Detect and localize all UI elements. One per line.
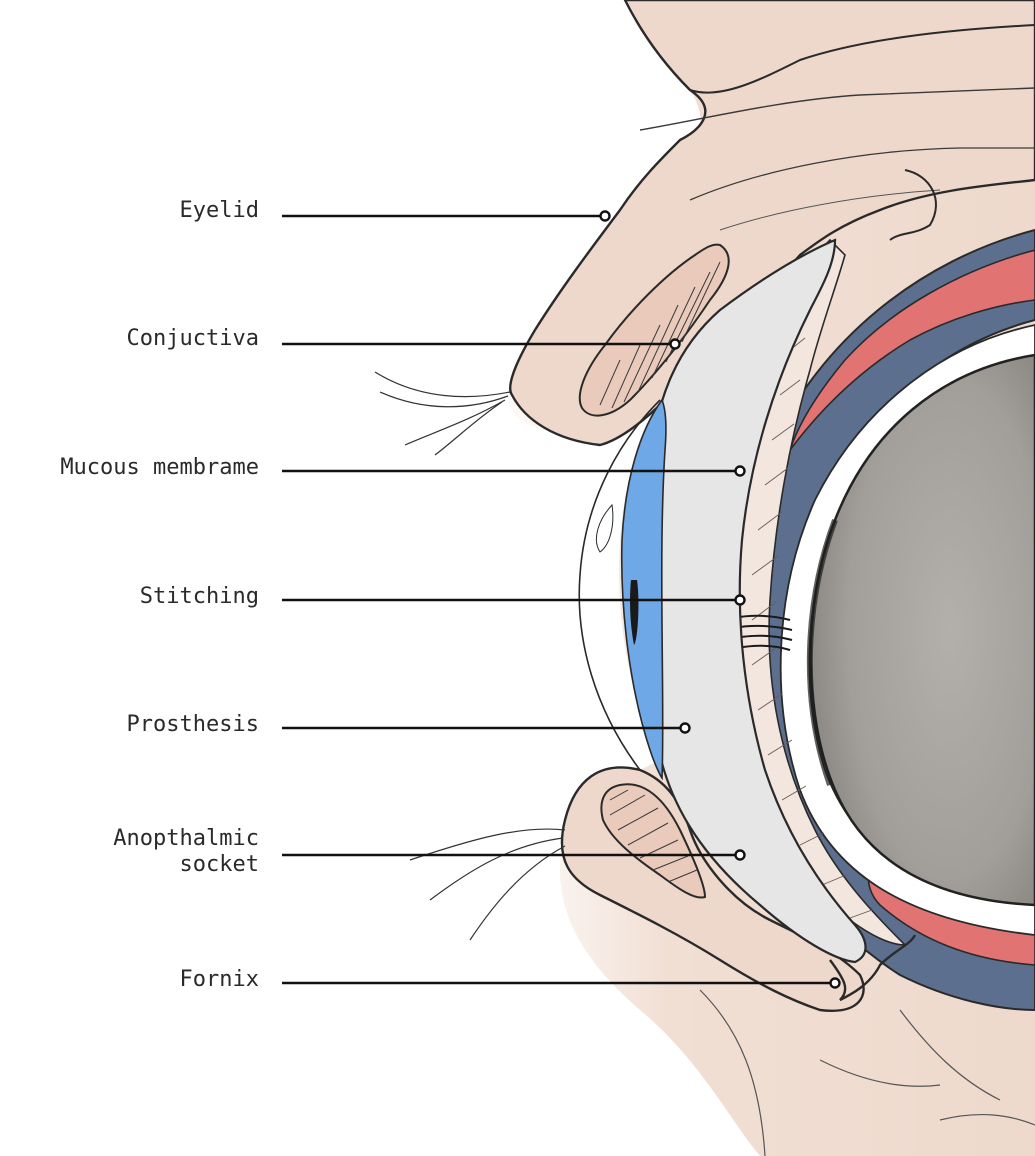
- prosthesis-leader-dot: [681, 724, 690, 733]
- prosthesis-label: Prosthesis: [127, 712, 259, 738]
- fornix-leader-dot: [831, 979, 840, 988]
- upper-eyelashes: [375, 372, 510, 455]
- conjuctiva-leader-dot: [671, 340, 680, 349]
- socket-leader-dot: [736, 851, 745, 860]
- eyelid-leader-dot: [601, 212, 610, 221]
- stitching-label: Stitching: [140, 584, 259, 610]
- fornix-label: Fornix: [180, 967, 259, 993]
- lower-eyelashes: [410, 829, 565, 940]
- prosthesis-iris: [622, 400, 666, 778]
- mucous-leader-dot: [736, 467, 745, 476]
- mucous-membrane-label: Mucous membrame: [60, 455, 259, 481]
- cornea-highlight: [596, 505, 612, 552]
- eyelid-label: Eyelid: [180, 198, 259, 224]
- anopthalmic-socket-label: Anopthalmic socket: [113, 826, 259, 878]
- conjuctiva-label: Conjuctiva: [127, 326, 259, 352]
- stitching-leader-dot: [736, 596, 745, 605]
